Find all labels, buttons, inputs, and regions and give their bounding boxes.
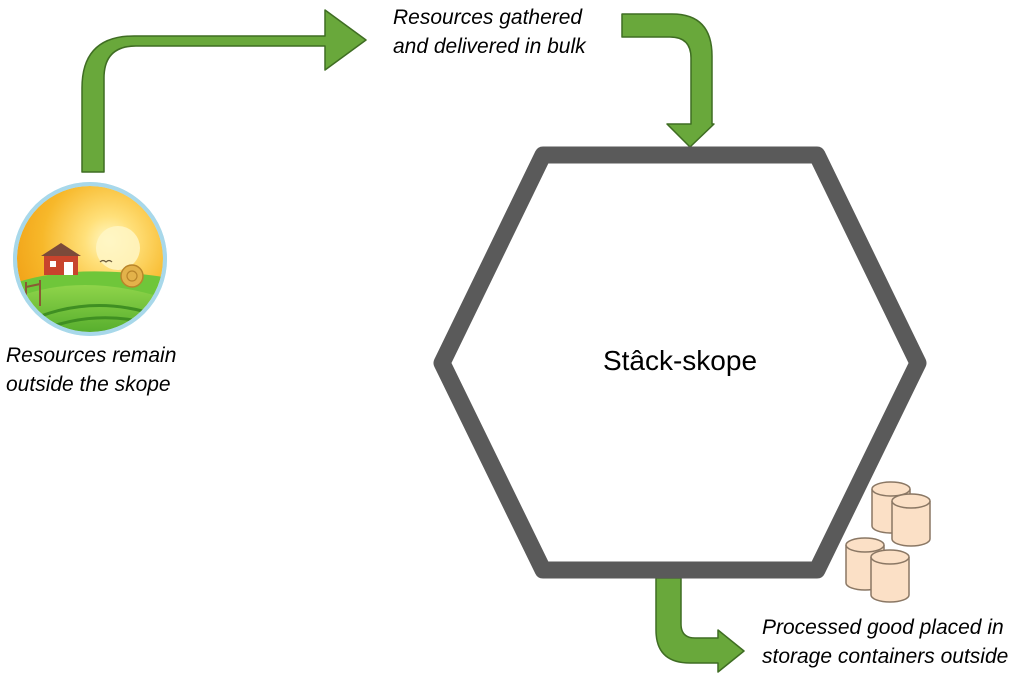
farm-scene-icon bbox=[13, 182, 167, 336]
label-resources-outside-line-1: Resources remain bbox=[6, 344, 177, 367]
label-resources-outside: Resources remain outside the skope bbox=[6, 341, 176, 399]
label-processed-goods-line-2: storage containers outside bbox=[762, 645, 1009, 668]
label-processed-goods: Processed good placed in storage contain… bbox=[762, 613, 1008, 671]
label-resources-gathered-line-2: and delivered in bulk bbox=[393, 35, 586, 58]
storage-containers-icon bbox=[845, 481, 931, 603]
label-resources-gathered-line-1: Resources gathered bbox=[393, 6, 583, 29]
arrow-down-into-hex bbox=[621, 13, 715, 148]
hexagon-title: Stâck-skope bbox=[602, 345, 758, 376]
arrow-down-right-out bbox=[655, 577, 745, 673]
label-resources-gathered: Resources gathered and delivered in bulk bbox=[393, 3, 586, 61]
arrow-up-right bbox=[81, 9, 367, 173]
stack-skope-hexagon bbox=[433, 146, 927, 579]
label-resources-outside-line-2: outside the skope bbox=[6, 373, 171, 396]
label-processed-goods-line-1: Processed good placed in bbox=[762, 616, 1004, 639]
